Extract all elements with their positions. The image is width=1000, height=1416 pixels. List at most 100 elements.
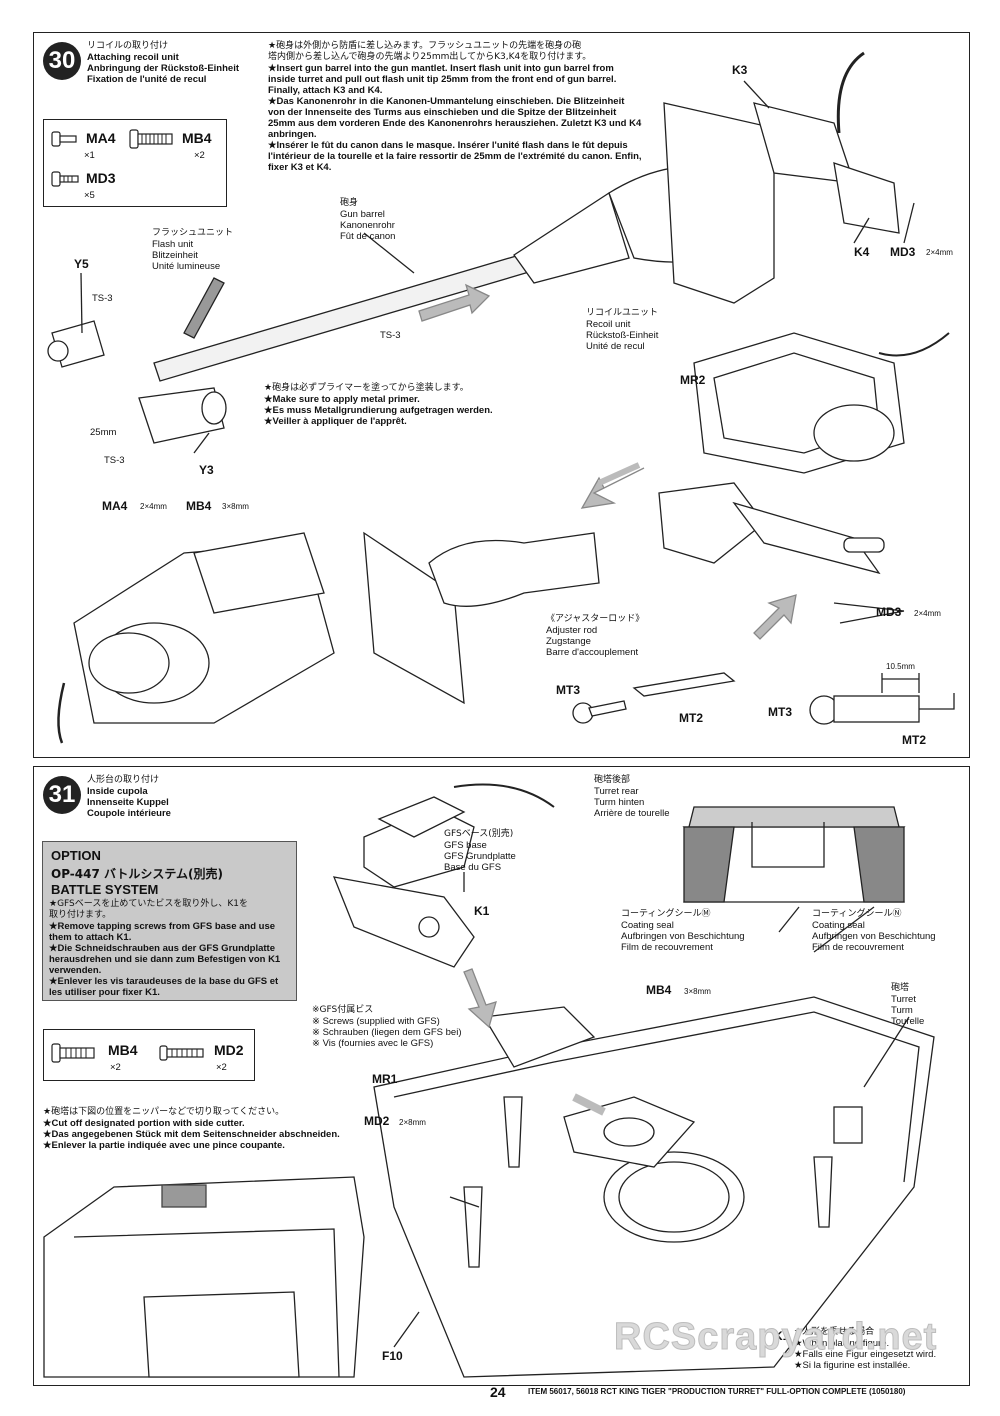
instruction-line: 25mm aus dem vorderen Ende des Kanonenro…	[268, 118, 642, 129]
flash-unit-label: フラッシュユニット Flash unit Blitzeinheit Unité …	[152, 228, 233, 272]
option-line: ★Enlever les vis taraudeuses de la base …	[49, 976, 279, 987]
parts-box-31: MB4 ×2 MD2 ×2	[43, 1029, 255, 1081]
label-mt2-b: MT2	[902, 733, 926, 747]
flash-unit-jp: フラッシュユニット	[152, 228, 234, 238]
label-k4: K4	[854, 245, 870, 259]
step-30-panel: 30 リコイルの取り付け Attaching recoil unit Anbri…	[33, 32, 970, 758]
label-mb4-size: 3×8mm	[222, 502, 249, 511]
step-30-title: リコイルの取り付け Attaching recoil unit Anbringu…	[87, 41, 239, 85]
label-dim: 10.5mm	[886, 662, 915, 671]
gfs-fr: Base du GFS	[444, 862, 502, 873]
page-number: 24	[490, 1384, 506, 1400]
label-ts3: TS-3	[92, 293, 113, 304]
title-jp: 人形台の取り付け	[87, 775, 160, 785]
option-line: les utiliser pour fixer K1.	[49, 987, 160, 998]
turret-label: 砲塔 Turret Turm Tourelle	[891, 983, 924, 1027]
label-md3-size: 2×4mm	[926, 248, 953, 257]
coating-n-fr: Film de recouvrement	[812, 942, 904, 953]
primer-jp: ★砲身は必ずプライマーを塗ってから塗装します。	[264, 383, 469, 393]
figure-jp: ★人形を乗せる場合	[794, 1327, 875, 1337]
coating-m-en: Coating seal	[621, 920, 674, 931]
figure-note: ★人形を乗せる場合 ★When placing figure. ★Falls e…	[794, 1327, 936, 1371]
step-30-instructions: ★砲身は外側から防盾に差し込みます。フラッシュユニットの先端を砲身の砲 塔内側か…	[268, 41, 642, 173]
part-mb4: MB4	[108, 1042, 138, 1058]
recoil-jp: リコイルユニット	[586, 308, 659, 318]
screw-icons	[51, 1043, 204, 1063]
option-line: 取り付けます。	[49, 910, 112, 920]
title-jp: リコイルの取り付け	[87, 41, 169, 51]
primer-note: ★砲身は必ずプライマーを塗ってから塗装します。 ★Make sure to ap…	[264, 383, 493, 427]
gfs-screws-en: ※ Screws (supplied with GFS)	[312, 1016, 440, 1027]
option-line: ★Die Schneidschrauben aus der GFS Grundp…	[49, 943, 276, 954]
instruction-line: anbringen.	[268, 129, 317, 140]
label-mb4-size: 3×8mm	[684, 987, 711, 996]
gfs-en: GFS base	[444, 840, 487, 851]
cut-en: ★Cut off designated portion with side cu…	[43, 1118, 245, 1129]
gfs-screws-fr: ※ Vis (fournies avec le GFS)	[312, 1038, 434, 1049]
title-de: Anbringung der Rückstoß-Einheit	[87, 63, 239, 74]
title-fr: Fixation de l'unité de recul	[87, 74, 207, 85]
label-k1: K1	[474, 904, 490, 918]
label-md3b-size: 2×4mm	[914, 609, 941, 618]
title-de: Innenseite Kuppel	[87, 797, 169, 808]
instruction-line: l'intérieur de la tourelle et la faire r…	[268, 151, 642, 162]
part-ma4: MA4	[86, 130, 116, 146]
turret-rear-jp: 砲塔後部	[594, 775, 631, 785]
title-en: Inside cupola	[87, 786, 148, 797]
cut-de: ★Das angegebenen Stück mit dem Seitensch…	[43, 1129, 340, 1140]
adjuster-jp: 《アジャスターロッド》	[546, 614, 645, 624]
part-md3: MD3	[86, 170, 116, 186]
gun-barrel-en: Gun barrel	[340, 209, 385, 220]
option-line: verwenden.	[49, 965, 102, 976]
coating-m-de: Aufbringen von Beschichtung	[621, 931, 745, 942]
label-ma4-size: 2×4mm	[140, 502, 167, 511]
figure-de: ★Falls eine Figur eingesetzt wird.	[794, 1349, 937, 1360]
label-y5: Y5	[74, 257, 89, 271]
instruction-line: von der Innenseite des Turms aus einschi…	[268, 107, 617, 118]
flash-unit-de: Blitzeinheit	[152, 250, 198, 261]
option-line: herausdrehen und sie dann zum Befestigen…	[49, 954, 281, 965]
adjuster-rod-label: 《アジャスターロッド》 Adjuster rod Zugstange Barre…	[546, 614, 644, 658]
step-30-illustration	[47, 51, 955, 744]
instruction-line: ★Insérer le fût du canon dans le masque.…	[268, 140, 628, 151]
cut-note: ★砲塔は下図の位置をニッパーなどで切り取ってください。 ★Cut off des…	[43, 1107, 340, 1151]
gfs-screws-jp: ※GFS付属ビス	[312, 1005, 374, 1015]
option-text: ★GFSベースを止めていたビスを取り外し、K1を 取り付けます。 ★Remove…	[49, 899, 280, 998]
adjuster-de: Zugstange	[546, 636, 591, 647]
label-25mm: 25mm	[90, 427, 117, 438]
label-mr1: MR1	[372, 1072, 398, 1086]
turret-en: Turret	[891, 994, 916, 1005]
label-mb4: MB4	[646, 983, 672, 997]
label-k3: K3	[732, 63, 748, 77]
primer-fr: ★Veiller à appliquer de l'apprêt.	[264, 416, 407, 427]
label-md2: MD2	[364, 1114, 390, 1128]
option-box: OPTION OP-447 バトルシステム(別売) BATTLE SYSTEM …	[42, 841, 297, 1001]
label-y3: Y3	[199, 463, 214, 477]
label-ts3-3: TS-3	[104, 455, 125, 466]
gfs-de: GFS Grundplatte	[444, 851, 516, 862]
coating-m-label: コーティングシールⓂ Coating seal Aufbringen von B…	[621, 909, 745, 953]
option-subheading2: BATTLE SYSTEM	[51, 882, 159, 897]
label-md2-size: 2×8mm	[399, 1118, 426, 1127]
recoil-unit-label: リコイルユニット Recoil unit Rückstoß-Einheit Un…	[586, 308, 658, 352]
label-mt3-b: MT3	[768, 705, 792, 719]
step-number-31: 31	[43, 776, 81, 814]
part-ma4-qty: ×1	[84, 150, 95, 161]
turret-jp: 砲塔	[891, 983, 910, 993]
step-31-title: 人形台の取り付け Inside cupola Innenseite Kuppel…	[87, 775, 171, 819]
instruction-line: Finally, attach K3 and K4.	[268, 85, 383, 96]
label-ts3-2: TS-3	[380, 330, 401, 341]
turret-de: Turm	[891, 1005, 913, 1016]
coating-n-de: Aufbringen von Beschichtung	[812, 931, 936, 942]
instruction-line: ★Das Kanonenrohr in die Kanonen-Ummantel…	[268, 96, 625, 107]
flash-unit-fr: Unité lumineuse	[152, 261, 221, 272]
turret-rear-de: Turm hinten	[594, 797, 645, 808]
label-mr2: MR2	[680, 373, 706, 387]
figure-en: ★When placing figure.	[794, 1338, 890, 1349]
option-line: ★Remove tapping screws from GFS base and…	[49, 921, 276, 932]
part-mb4: MB4	[182, 130, 212, 146]
title-en: Attaching recoil unit	[87, 52, 179, 63]
gfs-screws-de: ※ Schrauben (liegen dem GFS bei)	[312, 1027, 462, 1038]
coating-n-label: コーティングシールⓃ Coating seal Aufbringen von B…	[812, 909, 936, 953]
label-md3: MD3	[890, 245, 916, 259]
